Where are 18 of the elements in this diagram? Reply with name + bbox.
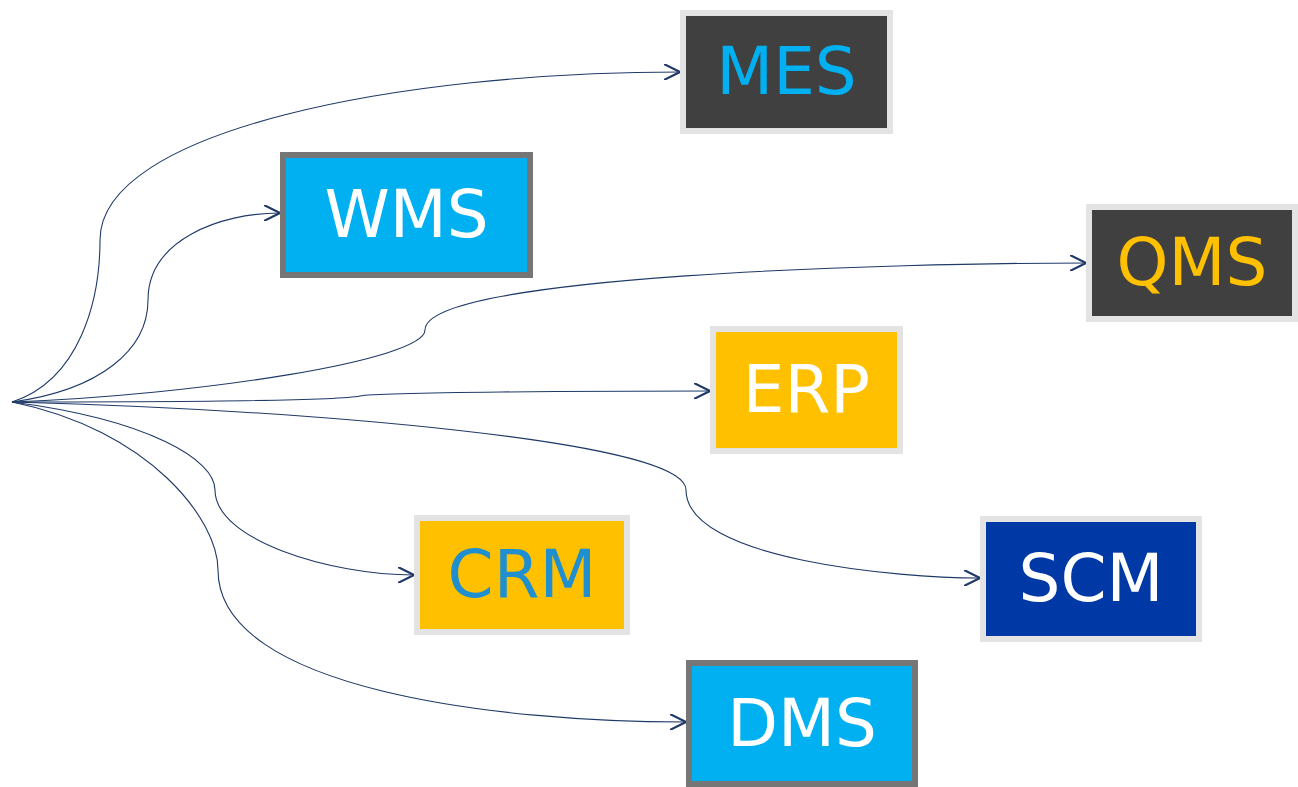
- connector-arrow: [11, 63, 682, 403]
- system-box: [680, 10, 893, 134]
- system-label: WMS: [324, 182, 489, 248]
- system-label: SCM: [1018, 546, 1164, 612]
- system-box: [280, 152, 533, 278]
- system-box: [980, 516, 1202, 642]
- connector-arrow: [11, 401, 688, 731]
- system-label: QMS: [1116, 230, 1268, 296]
- system-label: ERP: [742, 357, 871, 423]
- system-label: DMS: [727, 690, 877, 757]
- connector-arrow: [11, 381, 712, 403]
- system-box: [1086, 204, 1298, 322]
- system-box: [710, 326, 903, 454]
- connector-arrow: [11, 401, 982, 587]
- system-label: CRM: [447, 542, 597, 608]
- system-box: [686, 660, 918, 787]
- system-label: MES: [716, 39, 857, 105]
- system-box: [414, 515, 630, 635]
